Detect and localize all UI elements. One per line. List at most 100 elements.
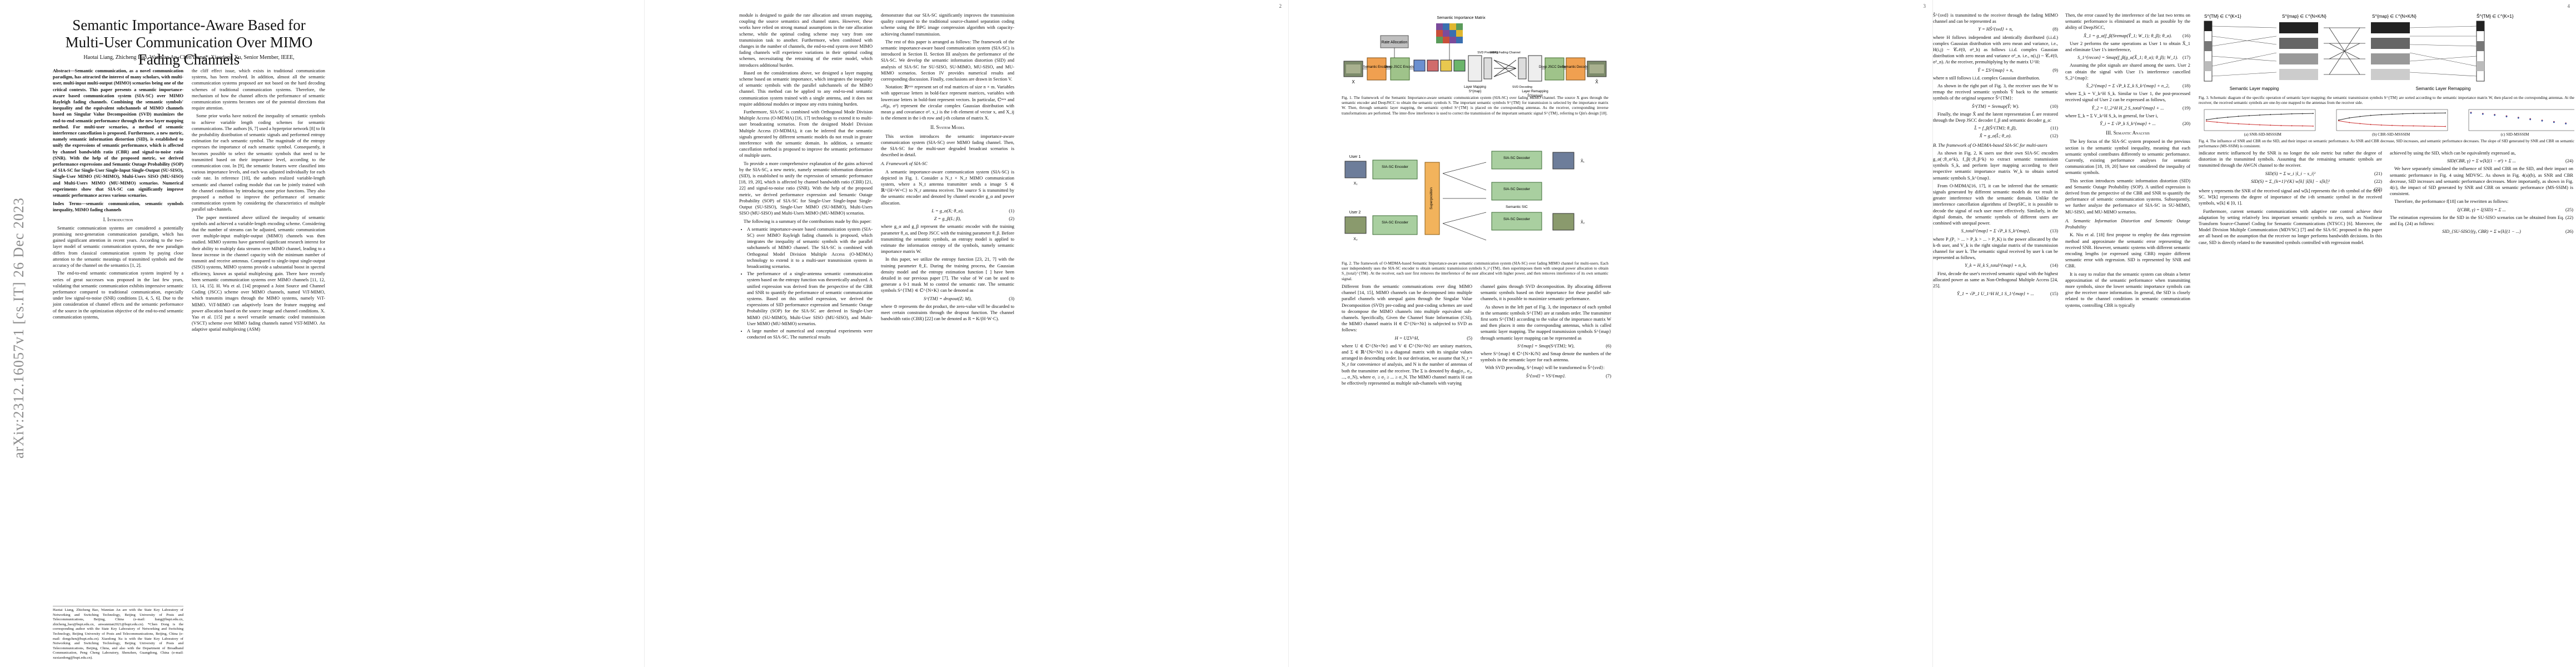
data-point	[2380, 114, 2382, 116]
sia-sc-decoder-1: SIA-SC Decoder	[1491, 151, 1542, 170]
p3-column-2: channel gains through SVD decomposition.…	[1481, 283, 1611, 381]
rate-allocation-block: Rate Allocation	[1380, 35, 1409, 48]
p3-column-1: Different from the semantic communicatio…	[1342, 283, 1472, 388]
equation-17: S_1^{recon} = Smap(f_β(g_α(X̂_1; θ_α); θ…	[2077, 55, 2190, 61]
importance-matrix-grid	[1436, 23, 1463, 43]
index-terms: Index Terms—semantic communication, sema…	[53, 201, 183, 213]
p4-column-4: achieved by using the SID, which can be …	[2390, 150, 2573, 236]
p3-col1-paragraph-1: Different from the semantic communicatio…	[1342, 284, 1472, 333]
equation-19: Ŷ_2 = U_2^H H_2 S_total^{map} + ...(19)	[2091, 105, 2191, 111]
p4-col4-paragraph-4: The estimation expressions for the SID i…	[2390, 215, 2573, 227]
p2-col2-paragraph-7: In this paper, we utilize the entropy fu…	[881, 257, 1014, 293]
equation-22: SID(S) = Σ_{k=1}^{K} w[k] |ŝ[k] − s[k]|²…	[2251, 178, 2382, 184]
p4-col1-paragraph-7: From O-MDMA[16, 17], it can be inferred …	[1933, 183, 2058, 226]
data-point	[2313, 113, 2314, 115]
p4-col4-paragraph-1: achieved by using the SID, which can be …	[2390, 151, 2516, 156]
data-point	[2434, 126, 2435, 127]
svg-text:X₁: X₁	[1353, 182, 1358, 186]
data-point	[2359, 116, 2361, 117]
antenna-channels	[2324, 27, 2365, 75]
semantic-encoder-block: Semantic Encoder	[1363, 57, 1391, 81]
p2-col2-paragraph-6: where g_α and g_β represent the semantic…	[881, 224, 1014, 255]
svg-text:Rate Allocation: Rate Allocation	[1382, 41, 1408, 44]
page-4: 4 Ŝ^{svd} is transmitted to the receiver…	[1932, 0, 2576, 667]
reconstructed-image-xhat: X̂	[1587, 61, 1607, 84]
semantic-sic-label: Semantic SIC	[1506, 205, 1528, 209]
p2-column-1: module is designed to guide the rate all…	[739, 12, 873, 342]
data-point	[2517, 117, 2519, 119]
figure-3-caption: Fig. 3. Schematic diagram of the specifi…	[2199, 96, 2574, 106]
data-point	[2270, 125, 2271, 126]
svg-text:S^{TM} ∈ ℂ^{K×1}: S^{TM} ∈ ℂ^{K×1}	[2204, 14, 2241, 19]
p4-col1-paragraph-4: As shown in the right part of Fig. 3, th…	[1933, 83, 2058, 101]
p4-col2-paragraph-8: K. Niu et al. [18] first propose to empl…	[2065, 232, 2190, 269]
data-point	[2434, 112, 2435, 114]
svg-text:User 1: User 1	[1349, 155, 1361, 159]
data-point	[2445, 126, 2446, 127]
arxiv-id: arXiv:2312.16057v1 [cs.IT] 26 Dec 2023	[11, 197, 27, 459]
p2-col2-paragraph-4: This section introduces the semantic imp…	[881, 133, 1014, 158]
user-2-input: User 2 X₂	[1344, 211, 1367, 241]
svg-text:Semantic SIC: Semantic SIC	[1506, 205, 1528, 209]
svg-text:X: X	[1352, 79, 1355, 84]
contribution-item: A semantic importance-aware based commun…	[747, 226, 873, 270]
p4-column-2: Then, the error caused by the interferen…	[2065, 12, 2190, 310]
data-point	[2402, 113, 2404, 115]
p1-column-1: Abstract—Semantic communication, as a no…	[53, 68, 183, 322]
data-point	[2413, 113, 2414, 115]
p4-col1-paragraph-9: First, decode the user's received semant…	[1933, 271, 2058, 288]
equation-6: S^{map} = Smap(S^{TM}; W),(6)	[1517, 343, 1611, 349]
equation-8: Y = HŜ^{svd} + n,(8)	[1978, 27, 2058, 32]
p4-col1-paragraph-1: Ŝ^{svd} is transmitted to the receiver t…	[1933, 13, 2058, 24]
svg-text:MIMO Fading Channel: MIMO Fading Channel	[1489, 51, 1520, 54]
paper-authors: Haotai Liang, Zhicheng Bao, Wannian An, …	[83, 54, 295, 61]
arxiv-stamp: arXiv:2312.16057v1 [cs.IT] 26 Dec 2023	[8, 33, 30, 623]
sia-sc-decoder-2: SIA-SC Decoder	[1491, 182, 1542, 201]
section-semantic-analysis-heading: III. Semantic Analysis	[2106, 130, 2150, 136]
superposition-block: Superposition	[1424, 162, 1440, 235]
data-point	[2280, 113, 2282, 115]
figure-4-subcaptions: (a) SNR-SID-MSSSIM (b) CBR-SID-MSSSIM (c…	[2199, 132, 2574, 137]
p4-col2-paragraph-5: where Σ_k = Σ V_k^H S_k, in general, for…	[2065, 113, 2159, 118]
svg-text:S^{map}: S^{map}	[1469, 90, 1482, 93]
figure-4	[2199, 108, 2576, 175]
svg-text:User 2: User 2	[1349, 211, 1361, 215]
equation-2: Z = g_β(L; β),(2)	[934, 216, 1014, 222]
figure-4c-subcaption: (c) SID-MSSSIM	[2500, 132, 2529, 137]
p2-col1-paragraph-4: To provide a more comprehensive explanat…	[739, 161, 873, 216]
mapping-input-vector: S^{TM} ∈ ℂ^{K×1}	[2204, 14, 2241, 82]
p4-col3-paragraph-1: indicator metric influenced by the SNR i…	[2199, 151, 2382, 168]
equation-26: SID_{SU-SISO}(γ, CBR) = Σ w[k](1 − ...)(…	[2442, 229, 2573, 235]
svg-text:Layer Remapping: Layer Remapping	[1522, 90, 1548, 93]
p1-col2-paragraph-3: The paper mentioned above utilized the i…	[192, 215, 325, 332]
figure-1-caption: Fig. 1. The framework of the Semantic Im…	[1342, 96, 1608, 116]
p4-col2-paragraph-4: where Σ_k = V_k^H S_k. Similar to User 1…	[2065, 91, 2190, 103]
chart-frame	[2468, 109, 2576, 131]
equation-3: S^{TM} = dropout(Z; M),(3)	[923, 296, 1014, 301]
equation-16: X̂_1 = g_α(f_β(Sremap(Ŷ_1; W_1); θ_β); θ…	[2083, 33, 2190, 38]
contributions-list: A semantic importance-aware based commun…	[747, 226, 873, 341]
data-point	[2259, 124, 2260, 126]
data-point	[2413, 125, 2414, 127]
figure-4a-subcaption: (a) SNR-SID-MSSSIM	[2244, 132, 2281, 137]
data-point	[2349, 122, 2350, 123]
svg-text:Deep JSCC Decoder: Deep JSCC Decoder	[1539, 66, 1570, 69]
p4-col4-paragraph-2: We have separately simulated the influen…	[2390, 166, 2573, 197]
data-point	[2423, 125, 2425, 127]
p2-col2-paragraph-5: A semantic importance-aware communicatio…	[881, 169, 1014, 206]
equation-20: Ŷ_i = Σ √P_k S_k^{map} + ...(20)	[2100, 121, 2190, 127]
semantic-importance-matrix-label: Semantic Importance Matrix	[1437, 16, 1486, 20]
equation-5: H = UΣV^H,(5)	[1394, 335, 1472, 341]
p4-col1-paragraph-2: where H follows independent and identica…	[1933, 34, 2058, 65]
mimo-antenna-links	[1442, 162, 1487, 241]
subsection-multi-user-heading: B. The framework of O-MDMA-based SIA-SC …	[1933, 142, 2047, 148]
data-point	[2391, 113, 2393, 115]
equation-12: X̂ = g_α(L̂; θ_α).(12)	[1979, 133, 2058, 139]
source-image-x: X	[1343, 61, 1363, 84]
svg-text:SIA-SC Decoder: SIA-SC Decoder	[1503, 156, 1531, 160]
remapping-title: Semantic Layer Remapping	[2416, 86, 2471, 91]
data-point	[2206, 120, 2207, 122]
remapping-lines	[2409, 26, 2477, 77]
p2-col1-paragraph-2: Based on the considerations above, we de…	[739, 70, 873, 107]
paper-title: Semantic Importance-Aware Based for Mult…	[65, 17, 313, 68]
